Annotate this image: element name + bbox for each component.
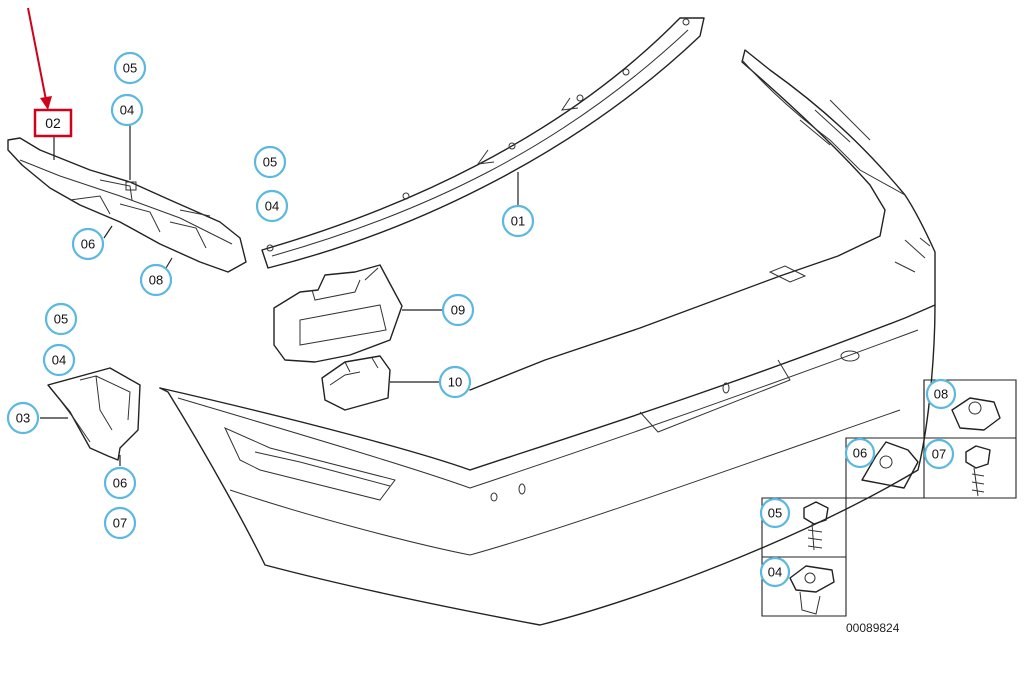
callout-text: 04 (52, 353, 66, 368)
bracket-09-drawing (273, 264, 403, 363)
callout-06-c[interactable]: 06 (844, 437, 876, 469)
callout-04-d[interactable]: 04 (759, 556, 791, 588)
document-number: 00089824 (846, 621, 900, 635)
callout-text: 10 (448, 375, 462, 390)
highlight-arrow (27, 7, 52, 110)
callout-text: 06 (81, 237, 95, 252)
callout-05-c[interactable]: 05 (44, 302, 78, 336)
bumper-cover-drawing (159, 49, 936, 626)
callout-text: 05 (768, 506, 782, 521)
callout-06-a[interactable]: 06 (71, 227, 105, 261)
callout-text: 07 (932, 447, 946, 462)
callout-text: 05 (123, 61, 137, 76)
callout-text: 06 (853, 446, 867, 461)
callout-text: 01 (511, 214, 525, 229)
callout-04-a[interactable]: 04 (110, 93, 144, 127)
side-bracket-drawing (47, 367, 141, 461)
fastener-grid (761, 379, 1017, 617)
callout-07-a[interactable]: 07 (103, 506, 137, 540)
callout-07-b[interactable]: 07 (923, 438, 955, 470)
part-label-02-text: 02 (45, 115, 61, 131)
clip-10-drawing (321, 355, 391, 411)
callout-01[interactable]: 01 (501, 204, 535, 238)
callout-text: 04 (265, 199, 279, 214)
callout-text: 07 (113, 516, 127, 531)
part-label-02-highlighted[interactable]: 02 (33, 108, 73, 138)
callout-text: 05 (263, 155, 277, 170)
callout-09[interactable]: 09 (441, 293, 475, 327)
callout-text: 04 (120, 103, 134, 118)
callout-05-b[interactable]: 05 (253, 145, 287, 179)
leader-lines (40, 124, 519, 466)
callout-04-b[interactable]: 04 (255, 189, 289, 223)
callout-06-b[interactable]: 06 (103, 466, 137, 500)
upper-mounting-strip-drawing (261, 17, 705, 269)
callout-text: 05 (54, 312, 68, 327)
callout-text: 03 (16, 411, 30, 426)
callout-text: 08 (149, 273, 163, 288)
callout-text: 06 (113, 476, 127, 491)
callout-08-b[interactable]: 08 (925, 378, 957, 410)
callout-05-a[interactable]: 05 (113, 51, 147, 85)
callout-05-d[interactable]: 05 (759, 497, 791, 529)
callout-10[interactable]: 10 (438, 365, 472, 399)
left-bracket-drawing (7, 137, 247, 273)
callout-03[interactable]: 03 (6, 401, 40, 435)
callout-text: 09 (451, 303, 465, 318)
callout-08-a[interactable]: 08 (139, 263, 173, 297)
callout-text: 08 (934, 387, 948, 402)
callout-04-c[interactable]: 04 (42, 343, 76, 377)
callout-text: 04 (768, 565, 782, 580)
